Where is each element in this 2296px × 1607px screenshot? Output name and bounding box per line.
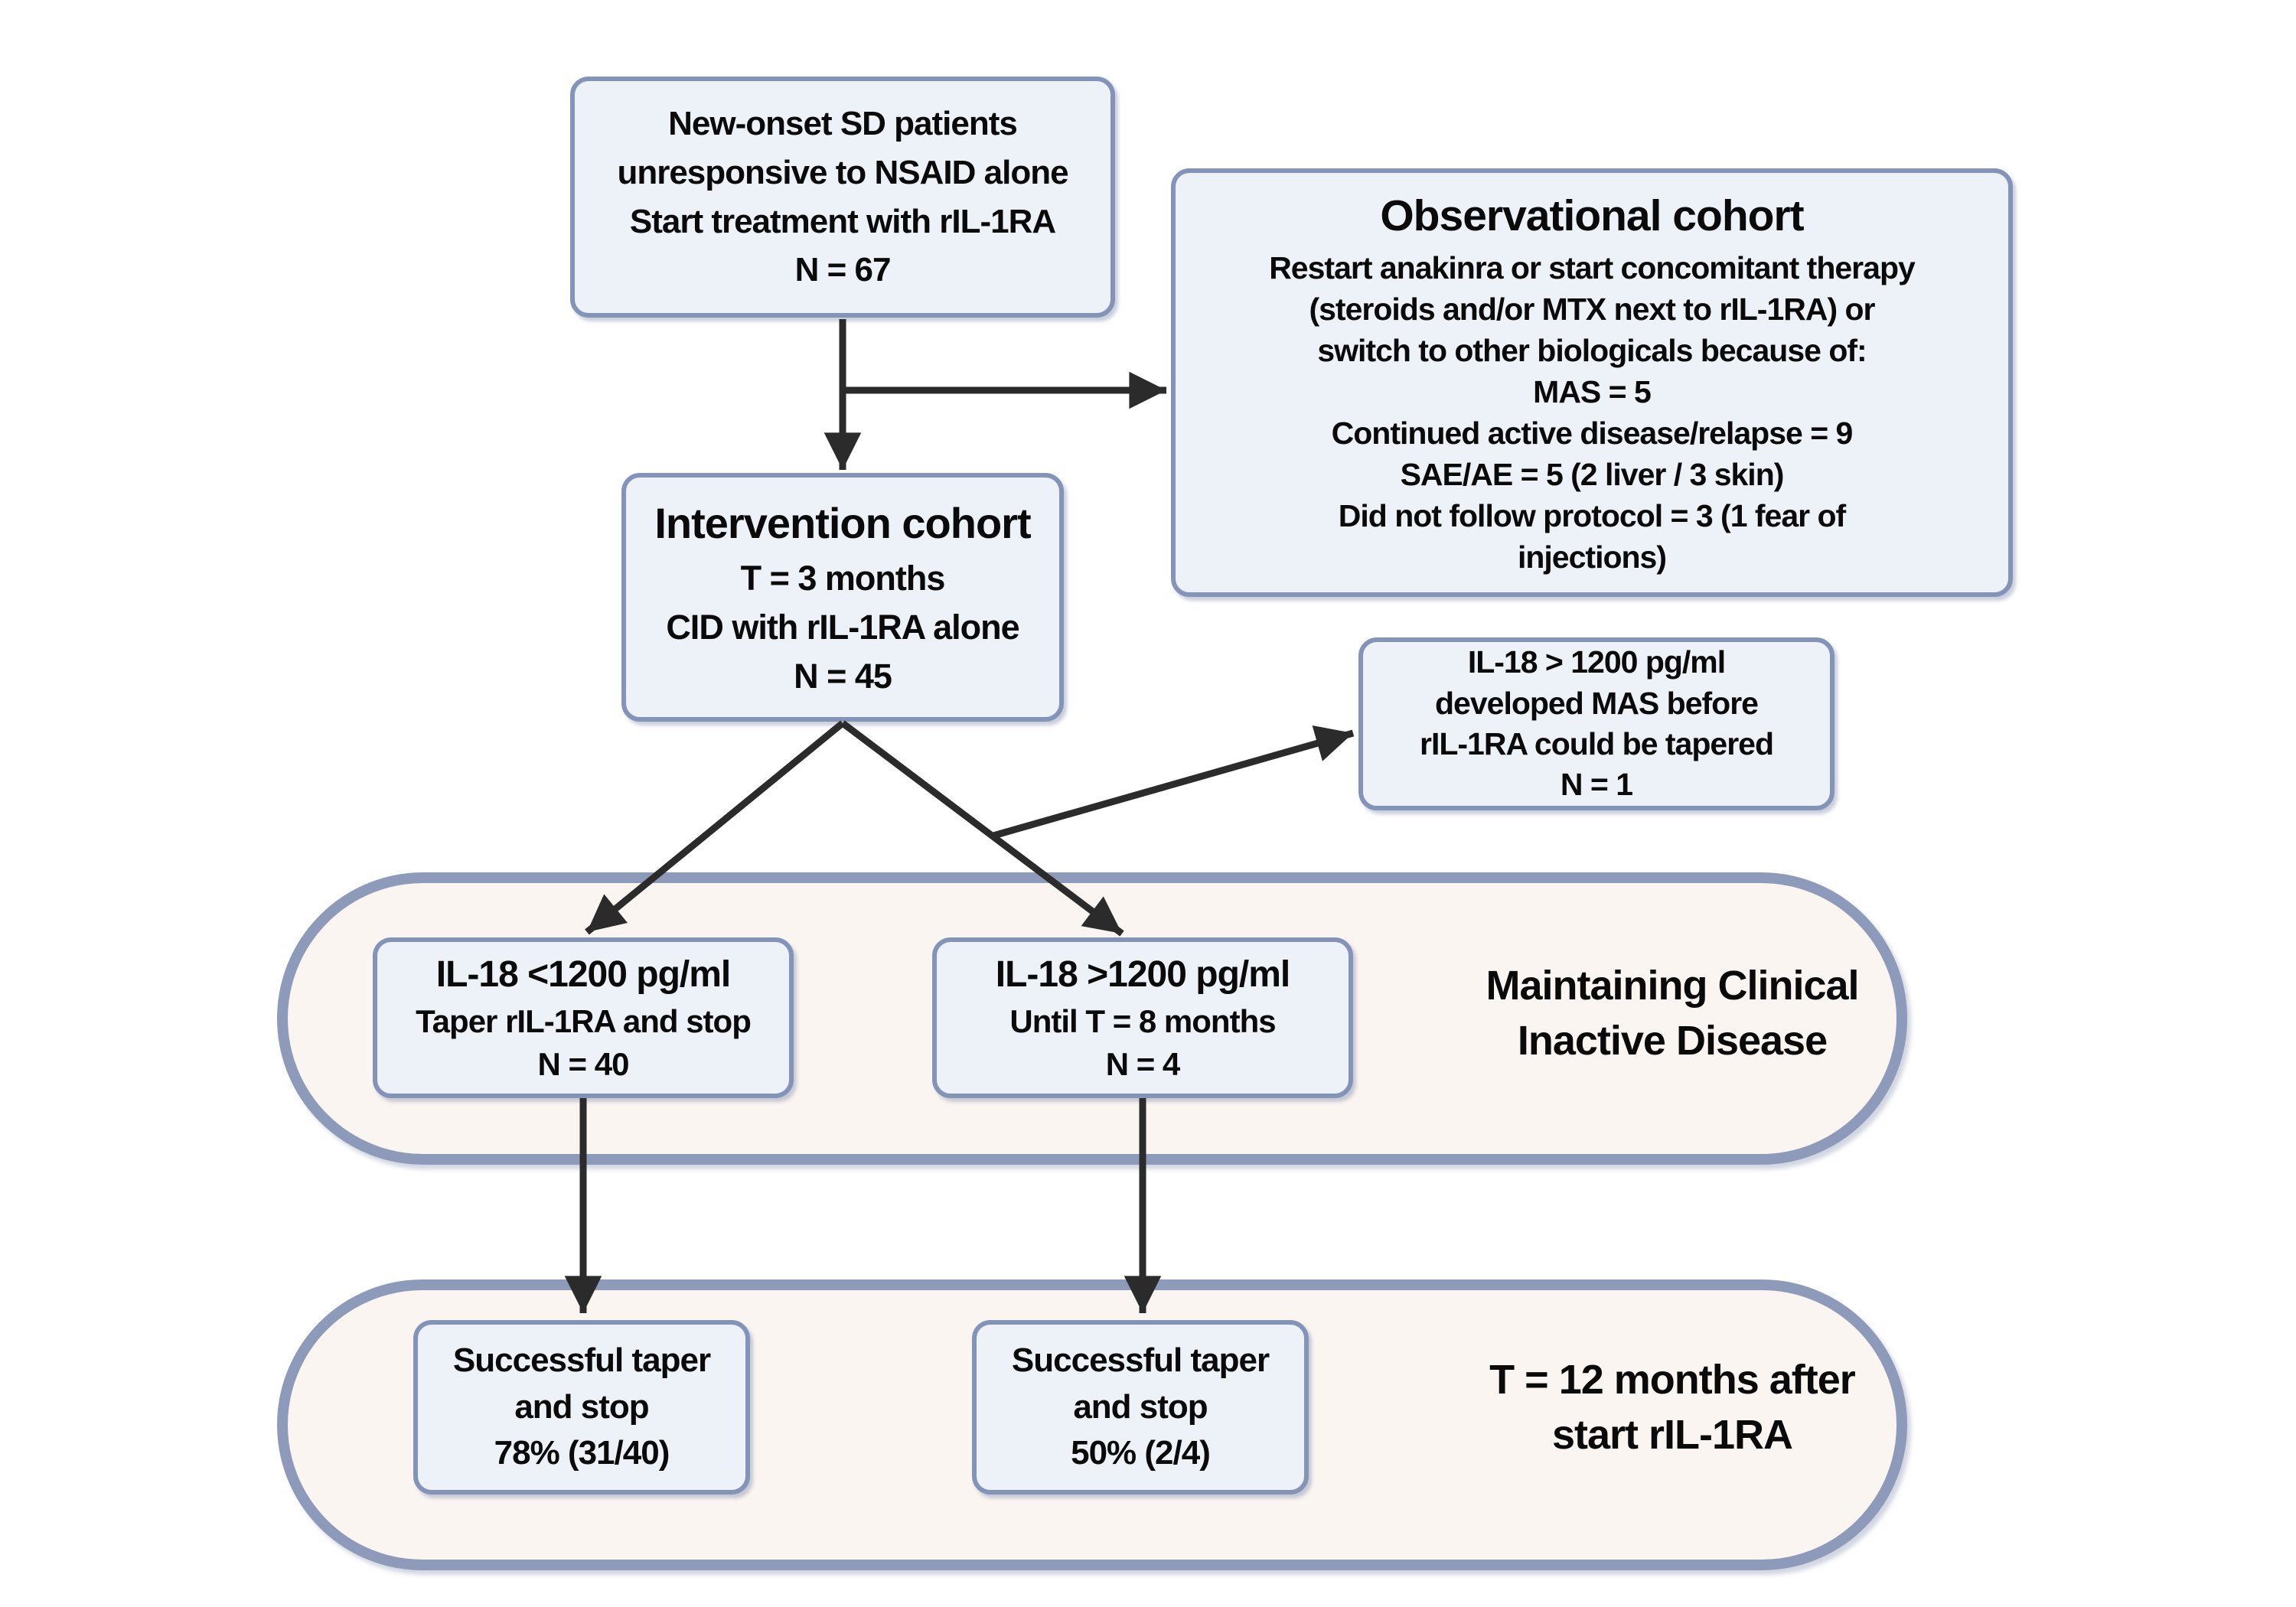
mas-line: developed MAS before — [1435, 685, 1759, 721]
il18-low-line: Taper rIL-1RA and stop — [416, 1002, 752, 1039]
observational-cohort-title: Observational cohort — [1380, 191, 1804, 240]
observational-line: Restart anakinra or start concomitant th… — [1269, 249, 1916, 285]
intervention-line: N = 45 — [794, 656, 892, 696]
mas-before-taper-box: IL-18 > 1200 pg/ml developed MAS before … — [1358, 637, 1835, 810]
t12-months-label-line: T = 12 months after — [1489, 1357, 1856, 1403]
taper-success-high-line: and stop — [1073, 1387, 1208, 1426]
maintaining-cid-label-line: Maintaining Clinical — [1486, 963, 1859, 1009]
observational-line: switch to other biologicals because of: — [1317, 332, 1867, 368]
observational-cohort-box: Observational cohort Restart anakinra or… — [1171, 168, 2013, 597]
observational-line: Continued active disease/relapse = 9 — [1331, 416, 1854, 451]
maintaining-cid-label-line: Inactive Disease — [1517, 1017, 1828, 1064]
il18-low-box: IL-18 <1200 pg/ml Taper rIL-1RA and stop… — [373, 937, 794, 1098]
observational-line: MAS = 5 — [1533, 373, 1652, 409]
taper-success-low-line: 78% (31/40) — [494, 1434, 670, 1472]
new-onset-line: Start treatment with rIL-1RA — [629, 202, 1056, 240]
il18-high-line: N = 4 — [1105, 1046, 1181, 1083]
intervention-cohort-box: Intervention cohort T = 3 months CID wit… — [621, 473, 1064, 722]
il18-high-box: IL-18 >1200 pg/ml Until T = 8 months N =… — [932, 937, 1353, 1098]
taper-success-low-line: Successful taper — [452, 1341, 711, 1379]
taper-success-high-box: Successful taper and stop 50% (2/4) — [972, 1320, 1309, 1495]
il18-high-line: Until T = 8 months — [1009, 1002, 1276, 1039]
observational-line: (steroids and/or MTX next to rIL-1RA) or — [1309, 291, 1875, 327]
mas-line: IL-18 > 1200 pg/ml — [1467, 644, 1726, 680]
intervention-cohort-title: Intervention cohort — [654, 499, 1031, 548]
mas-line: rIL-1RA could be tapered — [1420, 726, 1774, 761]
observational-line: injections) — [1517, 539, 1667, 575]
arrow-branch-to-mas-box — [992, 725, 1355, 839]
intervention-line: T = 3 months — [740, 558, 946, 598]
taper-success-low-line: and stop — [514, 1387, 649, 1426]
t12-months-label: T = 12 months after start rIL-1RA — [1401, 1353, 1944, 1463]
new-onset-line: N = 67 — [794, 251, 892, 289]
il18-low-line: N = 40 — [537, 1046, 630, 1083]
il18-high-title: IL-18 >1200 pg/ml — [995, 953, 1291, 995]
new-onset-line: unresponsive to NSAID alone — [617, 153, 1068, 191]
observational-line: Did not follow protocol = 3 (1 fear of — [1338, 498, 1846, 534]
taper-success-low-box: Successful taper and stop 78% (31/40) — [413, 1320, 750, 1495]
taper-success-high-line: Successful taper — [1011, 1341, 1270, 1379]
maintaining-cid-label: Maintaining Clinical Inactive Disease — [1401, 959, 1944, 1069]
new-onset-line: New-onset SD patients — [668, 104, 1018, 142]
observational-line: SAE/AE = 5 (2 liver / 3 skin) — [1400, 457, 1785, 493]
taper-success-high-line: 50% (2/4) — [1071, 1434, 1211, 1472]
il18-low-title: IL-18 <1200 pg/ml — [435, 953, 732, 995]
new-onset-box: New-onset SD patients unresponsive to NS… — [570, 77, 1115, 318]
mas-line: N = 1 — [1560, 767, 1633, 803]
t12-months-label-line: start rIL-1RA — [1551, 1411, 1793, 1458]
intervention-line: CID with rIL-1RA alone — [666, 607, 1019, 647]
